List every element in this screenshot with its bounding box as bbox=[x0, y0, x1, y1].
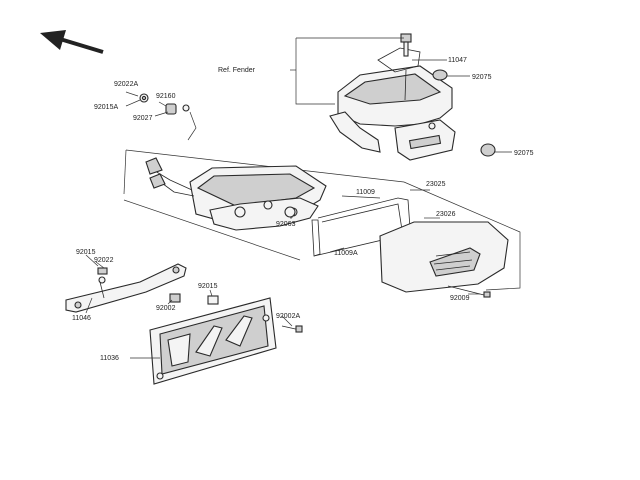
label-92022a-top: 92022A bbox=[114, 81, 138, 88]
label-92015-left: 92015 bbox=[76, 249, 96, 256]
license-plate-frame bbox=[149, 297, 303, 385]
small-hardware-group bbox=[125, 91, 197, 141]
label-92002: 92002 bbox=[156, 305, 176, 312]
label-11047: 11047 bbox=[448, 57, 467, 64]
direction-arrow-icon bbox=[40, 30, 104, 54]
label-11009: 11009 bbox=[356, 189, 375, 196]
label-11009a: 11009A bbox=[334, 250, 358, 257]
label-92027: 92027 bbox=[133, 115, 153, 122]
label-92002a: 92002A bbox=[276, 313, 300, 320]
label-92160: 92160 bbox=[156, 93, 176, 100]
taillight-assembly-outline bbox=[123, 149, 521, 291]
label-11046: 11046 bbox=[72, 315, 91, 322]
taillight-housing bbox=[145, 157, 327, 231]
label-92063: 92063 bbox=[276, 221, 296, 228]
label-23025: 23025 bbox=[426, 181, 446, 188]
label-92009: 92009 bbox=[450, 295, 470, 302]
label-ref-fender: Ref. Fender bbox=[218, 67, 256, 74]
label-92015-mid: 92015 bbox=[198, 283, 218, 290]
label-23026: 23026 bbox=[436, 211, 456, 218]
label-11036: 11036 bbox=[100, 355, 119, 362]
label-92015a: 92015A bbox=[94, 104, 118, 111]
license-bracket bbox=[65, 263, 219, 313]
part-labels: Ref. Fender 11047 92075 92075 92022A 921… bbox=[72, 57, 534, 362]
rear-fender-bracket bbox=[329, 33, 496, 161]
label-92022: 92022 bbox=[94, 257, 114, 264]
ref-fender-bracket-lines bbox=[290, 37, 512, 153]
label-92075-right: 92075 bbox=[514, 150, 534, 157]
taillight-lens bbox=[379, 221, 509, 298]
label-92075-top: 92075 bbox=[472, 74, 492, 81]
leader-lines bbox=[85, 189, 480, 359]
